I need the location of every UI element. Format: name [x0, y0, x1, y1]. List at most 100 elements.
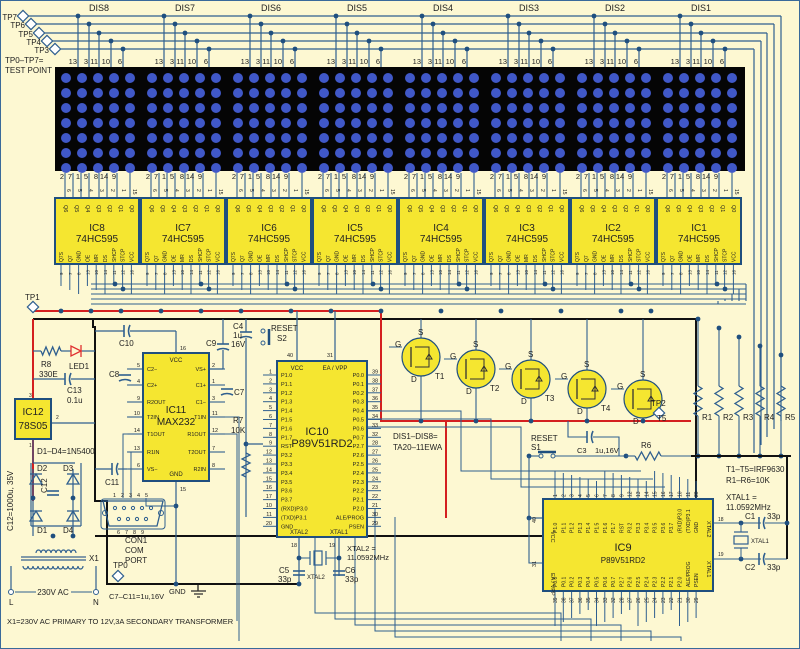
led-dot	[319, 73, 329, 83]
pin-label: DS	[619, 254, 625, 262]
pin-number: 3	[184, 189, 190, 192]
pin-label: GND	[694, 522, 700, 534]
led-dot	[77, 103, 87, 113]
led-dot	[609, 88, 619, 98]
led-dot	[555, 133, 565, 143]
led-dot	[523, 118, 533, 128]
led-dot	[711, 148, 721, 158]
pin-label: PSEN	[694, 573, 700, 587]
junction-dot	[584, 418, 590, 424]
pin-number: 6	[323, 189, 329, 192]
channel	[470, 358, 485, 380]
display-pin-number: 3	[428, 57, 432, 66]
pin-label: Q3	[353, 205, 359, 212]
pin-number: 5	[145, 493, 148, 499]
led-dot	[491, 118, 501, 128]
pin-number: 2	[453, 189, 459, 192]
switch-contact	[260, 340, 266, 346]
pin-number: 3	[356, 189, 362, 192]
pin-label: (RXD)P3.0	[678, 509, 684, 533]
ic-body	[398, 197, 484, 265]
pin-label: Q1	[547, 205, 553, 212]
bus-junction	[419, 13, 425, 19]
junction-dot	[296, 555, 302, 561]
bus-junction	[344, 21, 350, 27]
bus-junction	[172, 21, 178, 27]
pin-number: 10	[438, 269, 443, 275]
display-pin-number: 1	[76, 172, 80, 181]
pin-label: Q0	[386, 205, 392, 212]
test-point-label: TP5	[18, 30, 33, 39]
led-dot	[405, 103, 415, 113]
display-pin-number: 8	[352, 172, 356, 181]
led-dot	[405, 163, 415, 173]
display-pin-number: 6	[204, 57, 208, 66]
display-pin-number: 11	[176, 57, 184, 66]
pin-number: 34	[595, 597, 601, 603]
pin-number: 37	[570, 597, 576, 603]
pin-label: DS	[189, 254, 195, 262]
led-dot	[265, 163, 275, 173]
pin-label-s: S	[640, 370, 645, 379]
pin-label: Q6	[148, 205, 154, 212]
pin-label: P0.3	[578, 576, 584, 587]
led-dot	[641, 73, 651, 83]
pin-label: Q2	[708, 205, 714, 212]
resistor-r1	[692, 385, 704, 417]
led-dot	[641, 163, 651, 173]
led-dot	[147, 133, 157, 143]
pin-number: 4	[87, 189, 93, 192]
led-dot	[593, 73, 603, 83]
junction-dot	[778, 352, 784, 358]
led-dot	[593, 103, 603, 113]
pin-number: 24	[372, 476, 378, 482]
pin-number: 2	[561, 494, 567, 497]
pin-label: XTAL2	[290, 530, 309, 536]
component-label: C7	[234, 388, 245, 397]
led-dot	[577, 88, 587, 98]
pin-label: Q2	[364, 205, 370, 212]
pin-label: VCC	[473, 251, 479, 262]
ic-name: IC9	[614, 542, 631, 554]
wires-layer	[10, 13, 791, 641]
mosfet-body	[401, 337, 441, 377]
pin-label: SHCP	[456, 247, 462, 262]
pin-number: 12	[379, 269, 384, 275]
pin-number: 4	[431, 189, 437, 192]
display-pin-number: 9	[542, 172, 546, 181]
component-label: C9	[206, 339, 217, 348]
pin-number: 14	[644, 491, 650, 497]
led-dot	[335, 118, 345, 128]
rail-junction	[618, 308, 624, 314]
led-dot	[265, 148, 275, 158]
channel	[581, 378, 596, 400]
display-pin-number: 3	[170, 57, 174, 66]
component-label: C8	[109, 370, 120, 379]
pin-label: P1.4	[281, 409, 292, 415]
pin-number: 5	[506, 189, 512, 192]
transistor-name: T1	[435, 372, 445, 381]
led-dot	[147, 73, 157, 83]
led-dot	[539, 73, 549, 83]
pin-label: Q0	[128, 205, 134, 212]
mcu-ic9	[542, 498, 714, 592]
pin-number: 31	[327, 353, 333, 359]
data-line	[374, 508, 652, 641]
led-dot	[297, 103, 307, 113]
led-dot	[147, 103, 157, 113]
pin-label: T2OUT	[188, 450, 207, 456]
transformer-primary-coil	[32, 565, 39, 570]
pin-label: P0.4	[586, 576, 592, 587]
led-dot	[609, 133, 619, 143]
display-name: DIS2	[605, 3, 625, 13]
led-dot	[695, 133, 705, 143]
led-dot	[281, 163, 291, 173]
led-dot	[469, 118, 479, 128]
pin-number: 39	[553, 597, 559, 603]
led-dot	[421, 148, 431, 158]
led-dot	[491, 73, 501, 83]
led-dot	[727, 73, 737, 83]
display-pin-number: 2	[60, 172, 64, 181]
pin-label: VCC	[291, 366, 304, 372]
